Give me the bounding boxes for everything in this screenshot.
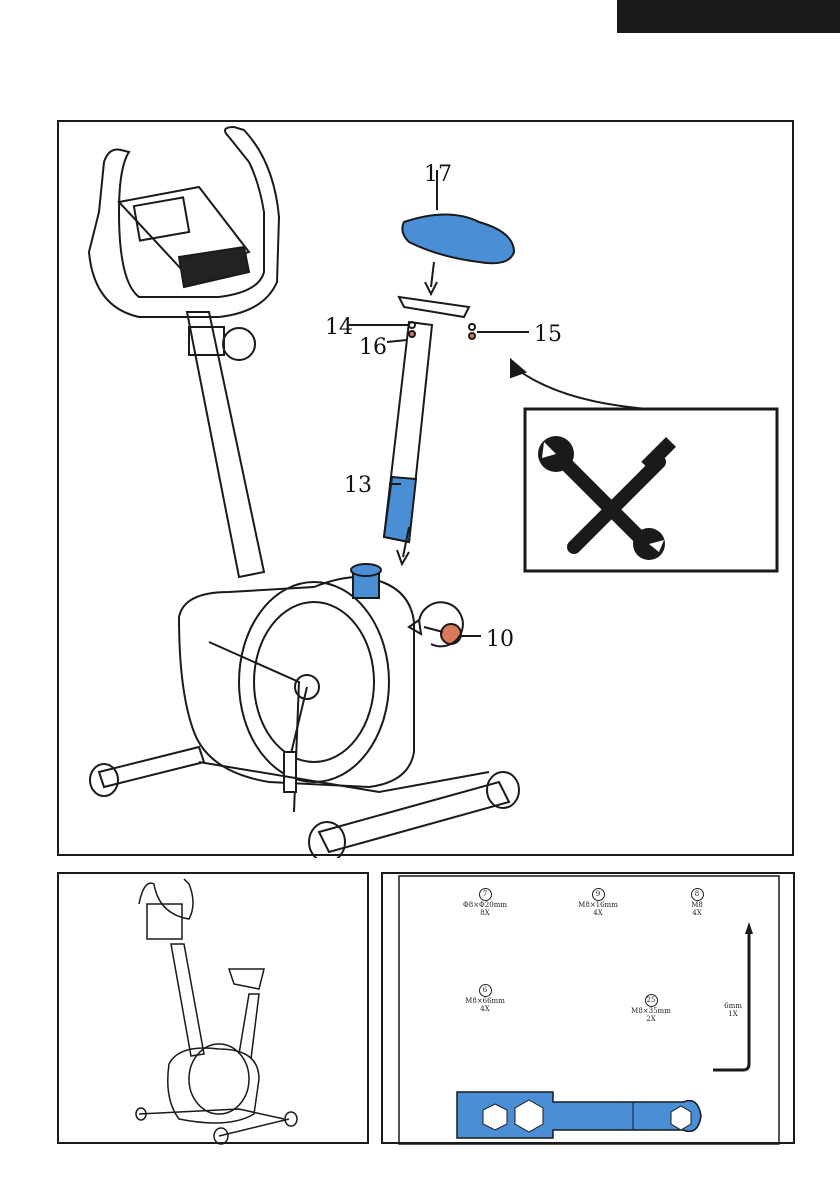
assembly-figure-panel: 17 14 15 16 13 10 [57,120,794,856]
hardware-item-6: 6 M8×66mm 4X [455,984,515,1013]
callout-17: 17 [424,164,452,186]
wrench-icon [534,422,769,562]
callout-10: 10 [486,629,514,651]
hardware-item-9: 9 M8×16mm 4X [568,888,628,917]
callout-15: 15 [534,324,562,346]
hardware-panel: 7 Φ8×Φ20mm 8X 9 M8×16mm 4X 8 M8 4X 6 M8×… [381,872,795,1144]
header-tab [617,0,840,33]
callout-14: 14 [325,317,353,339]
assembled-bike-drawing [59,874,371,1146]
assembled-bike-panel [57,872,369,1144]
hardware-item-25: 25 M8×35mm 2X [621,994,681,1023]
hardware-item-8: 8 M8 4X [667,888,727,917]
hardware-item-7: 7 Φ8×Φ20mm 8X [455,888,515,917]
callout-16: 16 [359,337,387,359]
callout-13: 13 [344,475,372,497]
hardware-item-allen-key: 6mm 1X [703,1002,763,1018]
